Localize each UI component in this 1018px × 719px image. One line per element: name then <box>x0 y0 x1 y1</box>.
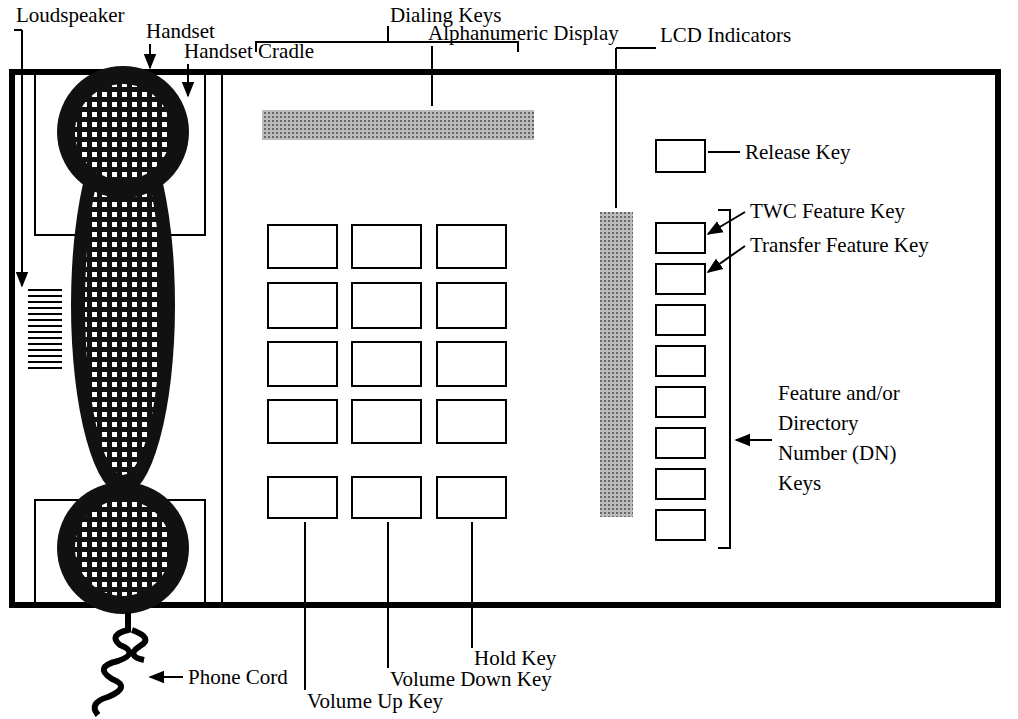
part-label: Phone Cord <box>188 664 288 690</box>
part-label: Release Key <box>745 139 851 165</box>
part-label: Transfer Feature Key <box>750 232 929 258</box>
part-label: Feature and/or Directory Number (DN) Key… <box>778 378 918 498</box>
part-label: Loudspeaker <box>16 2 124 28</box>
part-label: Volume Up Key <box>307 688 443 714</box>
part-label: Handset Cradle <box>184 38 314 64</box>
part-label: LCD Indicators <box>660 22 791 48</box>
part-label: TWC Feature Key <box>750 198 905 224</box>
part-label: Alphanumeric Display <box>428 20 619 46</box>
part-label: Volume Down Key <box>390 666 552 692</box>
